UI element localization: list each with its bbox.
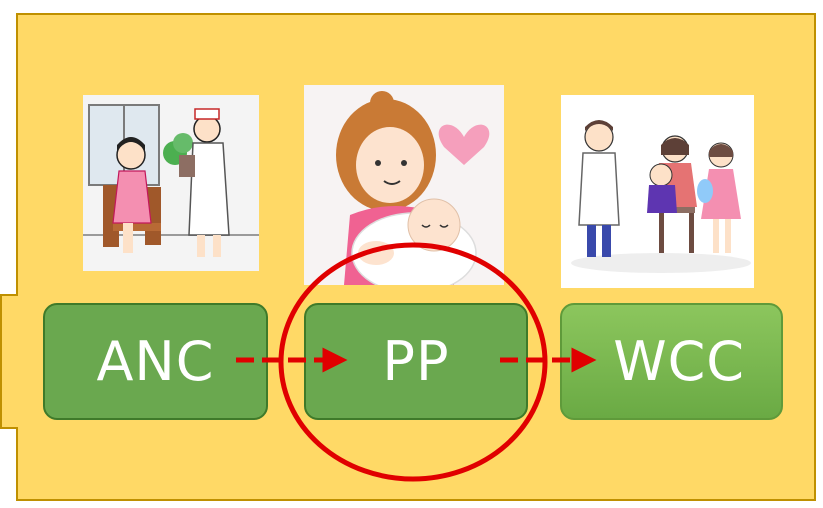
stage-box-wcc: WCC [560, 303, 783, 420]
stage-box-anc: ANC [43, 303, 268, 420]
stage-box-pp: PP [304, 303, 528, 420]
stage-label-wcc: WCC [613, 330, 745, 393]
wcc-illustration [561, 95, 754, 288]
pp-illustration [304, 85, 504, 285]
anc-illustration [83, 95, 259, 271]
stage-label-anc: ANC [96, 330, 215, 393]
stage-label-pp: PP [382, 330, 450, 393]
